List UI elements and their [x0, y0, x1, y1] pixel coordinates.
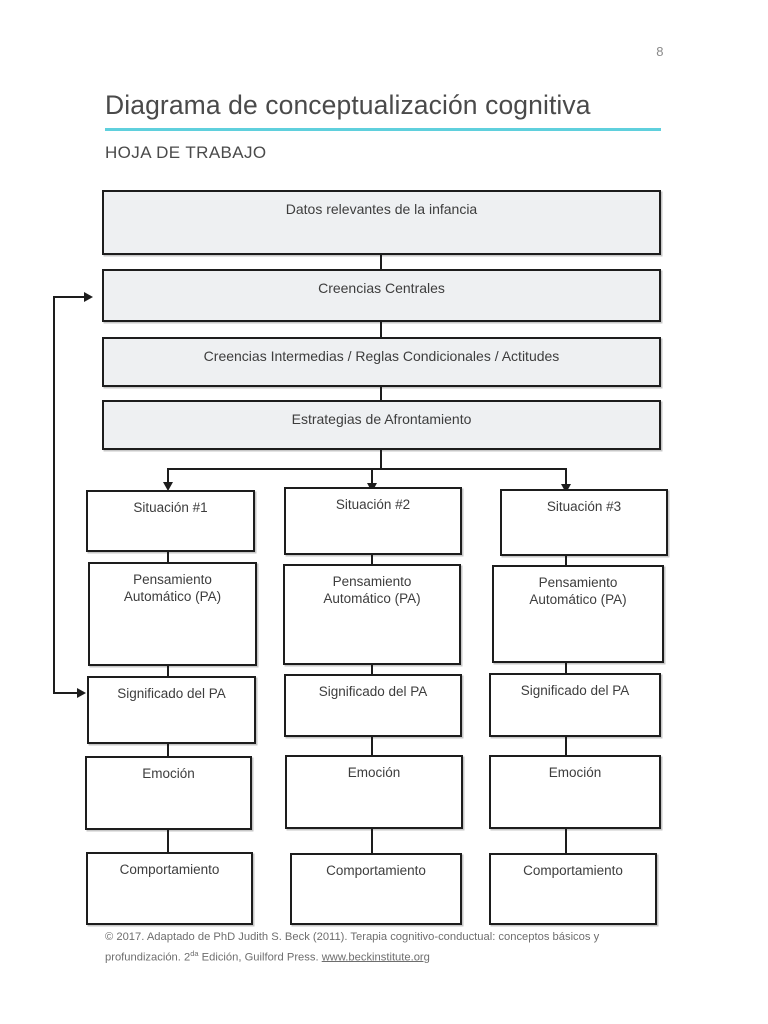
footer-ordinal-superscript: da: [190, 948, 199, 958]
feedback-loop-bottom-segment: [53, 692, 78, 694]
box-label: Situación #2: [335, 497, 411, 512]
box-situacion-2[interactable]: Situación #2: [284, 487, 462, 555]
box-datos-relevantes-infancia[interactable]: Datos relevantes de la infancia: [102, 190, 661, 255]
branch-arrow-col1: [163, 482, 173, 491]
feedback-loop-vertical-segment: [53, 296, 55, 694]
connector-datos-to-creencias-centrales: [380, 255, 382, 269]
feedback-loop-top-segment: [53, 296, 85, 298]
box-comportamiento-2[interactable]: Comportamiento: [290, 853, 462, 925]
connector-col2-emocion-to-comportamiento: [371, 829, 373, 853]
connector-intermedias-to-estrategias: [380, 387, 382, 400]
box-label: Creencias Intermedias / Reglas Condicion…: [203, 348, 560, 364]
box-label: Estrategias de Afrontamiento: [291, 411, 472, 427]
box-significado-pa-1[interactable]: Significado del PA: [87, 676, 256, 744]
box-label: Comportamiento: [326, 863, 426, 878]
feedback-loop-arrow-into-creencias-centrales: [84, 292, 93, 302]
box-label: Emoción: [142, 766, 195, 781]
box-label: Emoción: [347, 765, 401, 780]
connector-col1-significado-to-emocion: [167, 744, 169, 756]
connector-creencias-centrales-to-intermedias: [380, 322, 382, 337]
box-label: Comportamiento: [523, 863, 623, 878]
box-estrategias-afrontamiento[interactable]: Estrategias de Afrontamiento: [102, 400, 661, 450]
connector-col1-situacion-to-pa: [167, 552, 169, 562]
box-label: Creencias Centrales: [318, 280, 445, 296]
connector-col1-emocion-to-comportamiento: [167, 830, 169, 852]
connector-col1-pa-to-significado: [167, 666, 169, 676]
box-situacion-1[interactable]: Situación #1: [86, 490, 255, 552]
page-title: Diagrama de conceptualización cognitiva: [105, 90, 591, 120]
page-number: 8: [656, 44, 664, 59]
branch-arrow-col3: [561, 484, 571, 493]
branch-stem: [380, 450, 382, 469]
page-subtitle: HOJA DE TRABAJO: [105, 143, 267, 162]
box-label: Datos relevantes de la infancia: [285, 201, 478, 217]
box-situacion-3[interactable]: Situación #3: [500, 489, 668, 556]
beckinstitute-link[interactable]: www.beckinstitute.org: [321, 951, 430, 964]
connector-col2-situacion-to-pa: [371, 555, 373, 564]
box-comportamiento-1[interactable]: Comportamiento: [86, 852, 253, 925]
connector-col3-emocion-to-comportamiento: [565, 829, 567, 853]
branch-drop-col3: [565, 468, 567, 485]
box-emocion-2[interactable]: Emoción: [285, 755, 463, 829]
box-label: Significado del PA: [520, 683, 630, 698]
connector-col2-significado-to-emocion: [371, 737, 373, 755]
box-emocion-3[interactable]: Emoción: [489, 755, 661, 829]
box-label: Significado del PA: [318, 684, 428, 699]
box-label: Situación #3: [546, 499, 622, 514]
box-creencias-intermedias[interactable]: Creencias Intermedias / Reglas Condicion…: [102, 337, 661, 387]
box-label: Emoción: [548, 765, 602, 780]
connector-col3-situacion-to-pa: [565, 556, 567, 565]
connector-col2-pa-to-significado: [371, 665, 373, 674]
connector-col3-significado-to-emocion: [565, 737, 567, 755]
box-significado-pa-2[interactable]: Significado del PA: [284, 674, 462, 737]
box-label: Comportamiento: [119, 862, 220, 877]
footer-text-part2: Edición, Guilford Press.: [198, 951, 322, 964]
feedback-loop-arrow-into-significado: [77, 688, 86, 698]
box-significado-pa-3[interactable]: Significado del PA: [489, 673, 661, 737]
branch-drop-col2: [371, 468, 373, 485]
box-emocion-1[interactable]: Emoción: [85, 756, 252, 830]
box-comportamiento-3[interactable]: Comportamiento: [489, 853, 657, 925]
branch-bar: [167, 468, 567, 470]
title-divider: [105, 128, 661, 131]
connector-col3-pa-to-significado: [565, 663, 567, 673]
box-label: Situación #1: [133, 500, 208, 515]
box-creencias-centrales[interactable]: Creencias Centrales: [102, 269, 661, 322]
footer-attribution: © 2017. Adaptado de PhD Judith S. Beck (…: [105, 930, 670, 966]
box-label: Significado del PA: [117, 686, 226, 701]
footer-text-part1: © 2017. Adaptado de PhD Judith S. Beck (…: [105, 931, 600, 964]
branch-drop-col1: [167, 468, 169, 484]
